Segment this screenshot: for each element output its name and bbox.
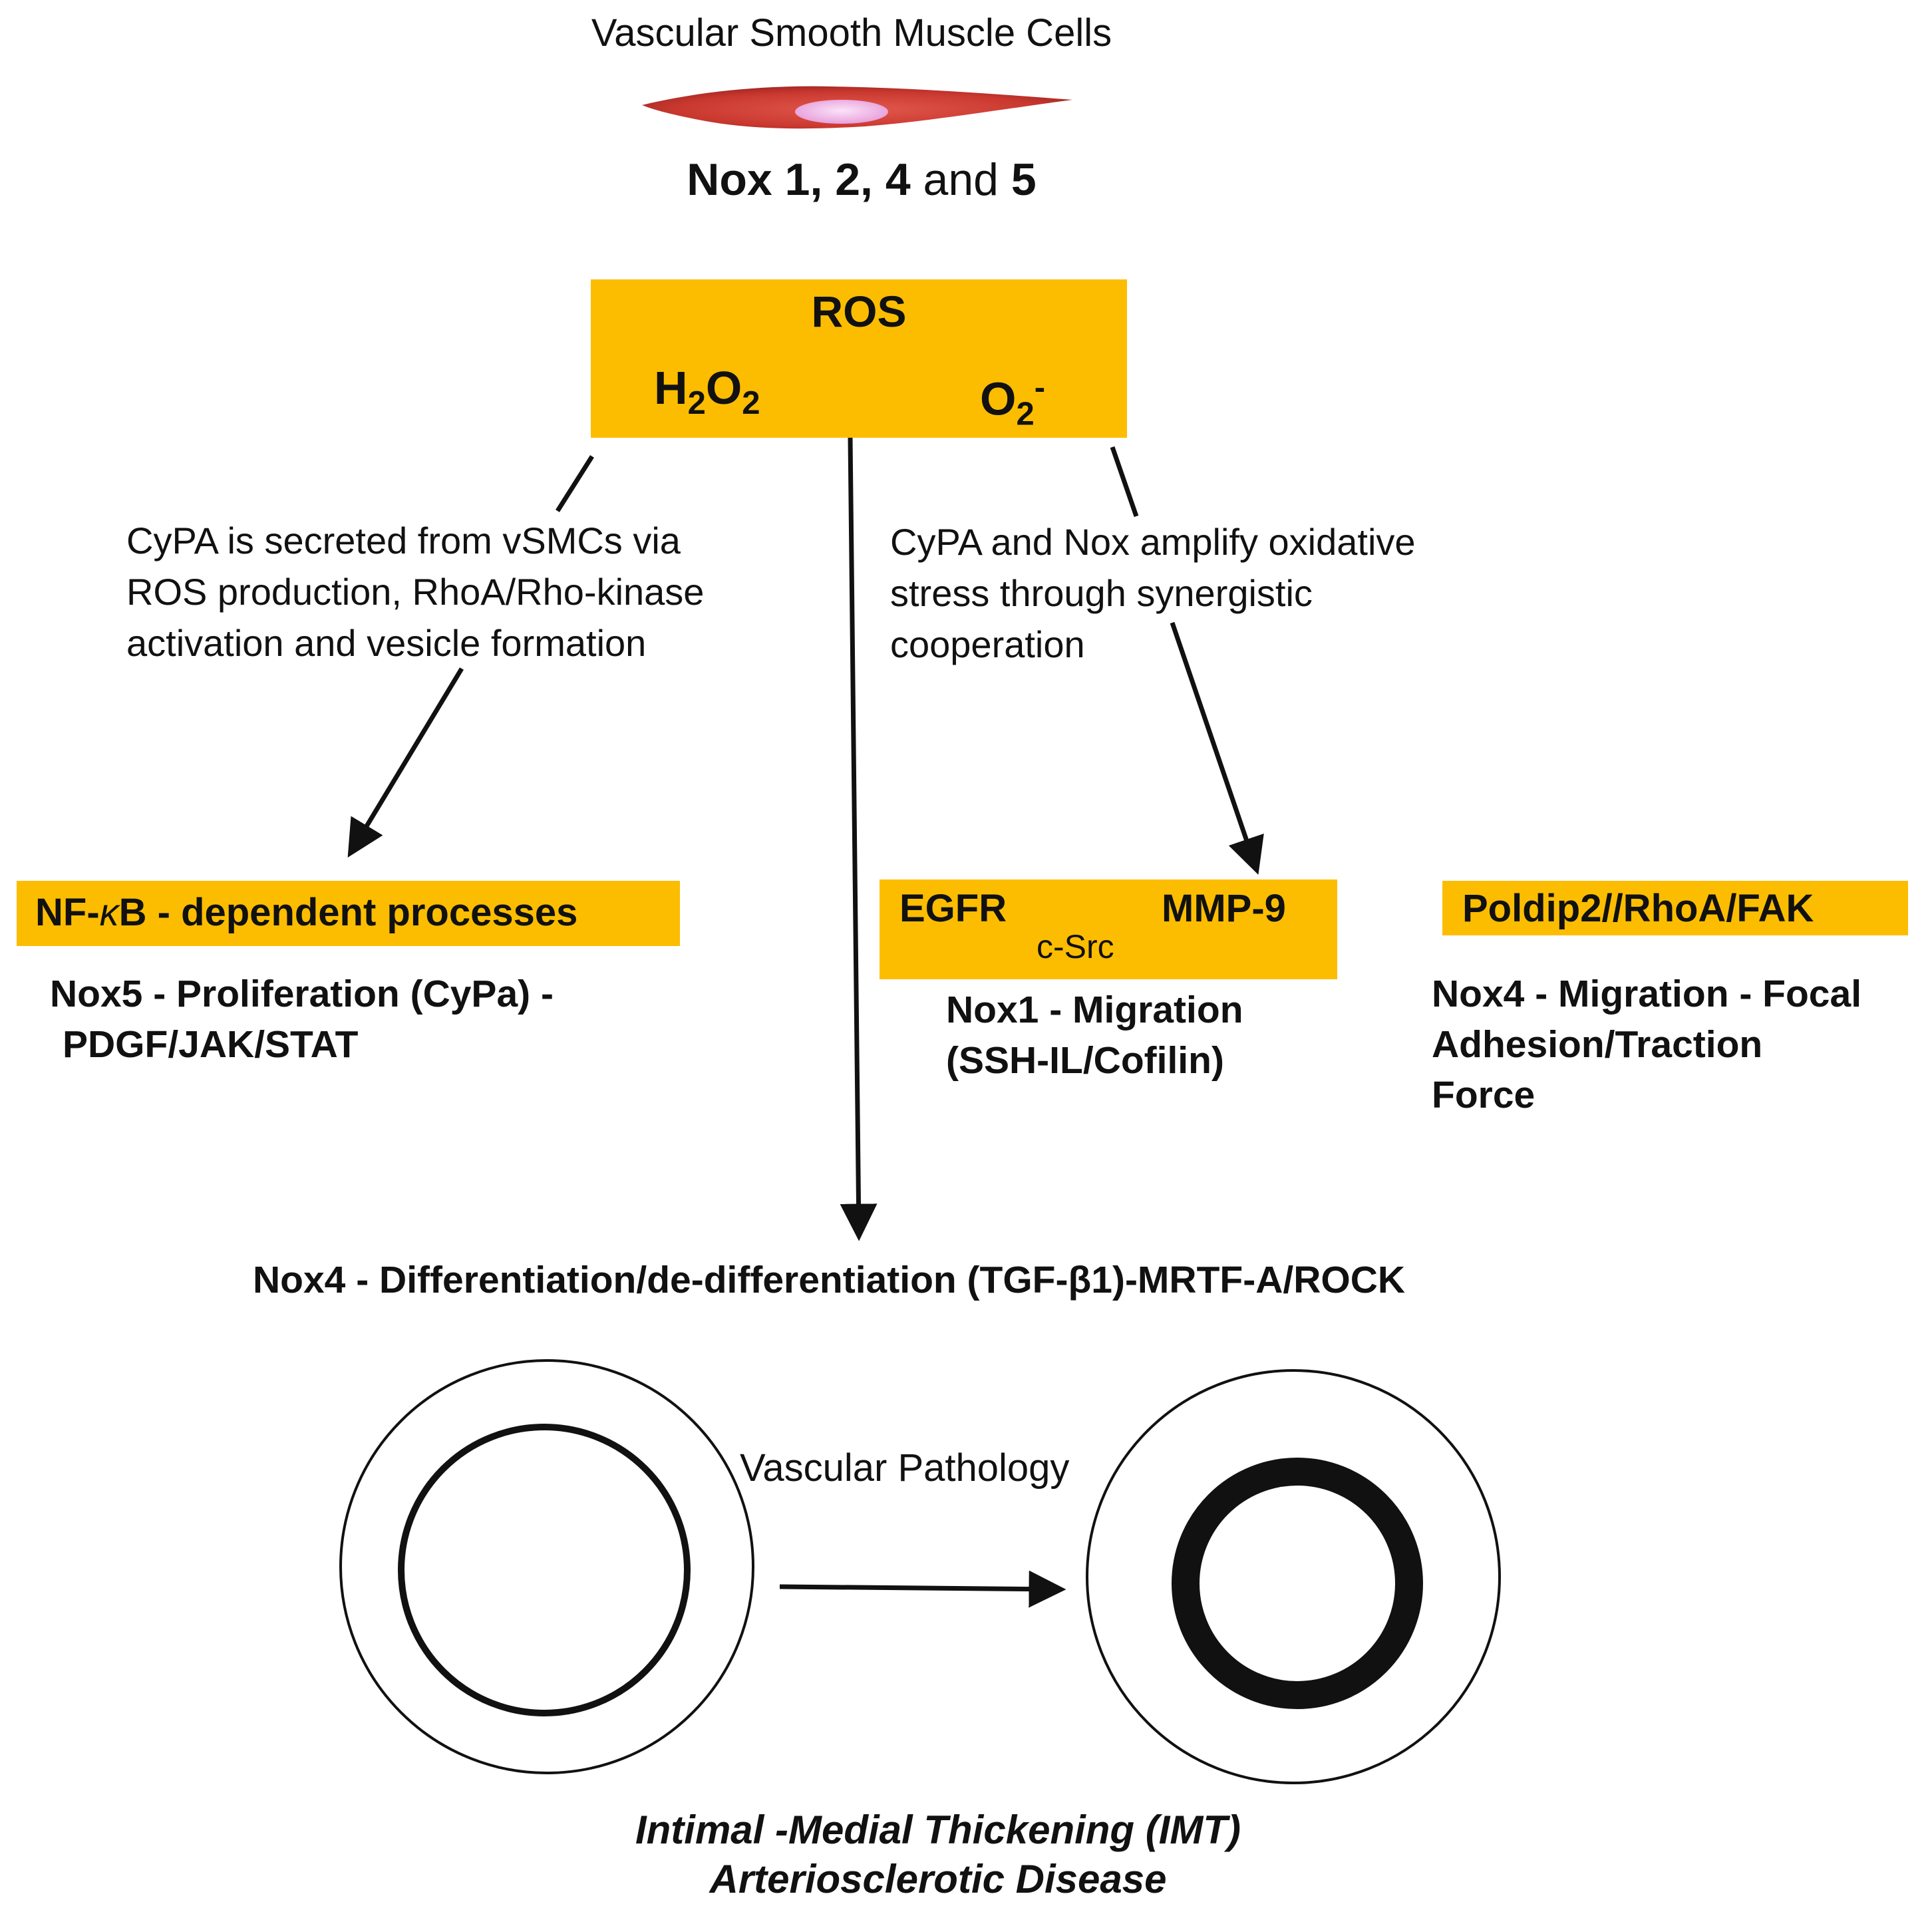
imt-caption-line2: Arteriosclerotic Disease: [709, 1857, 1167, 1901]
egfr-box: EGFR MMP-9 c-Src: [880, 879, 1337, 979]
nox4-migration-line2: Adhesion/Traction: [1432, 1023, 1763, 1066]
nox-isoforms-last: 5: [1011, 154, 1037, 205]
nox1-outcome-line2: (SSH-IL/Cofilin): [946, 1039, 1224, 1082]
arrow-annotation-to-egfr: [1170, 621, 1264, 875]
mmp9-label: MMP-9: [1162, 887, 1286, 930]
cell-nucleus-icon: [795, 100, 888, 124]
normal-vessel-icon: [339, 1359, 754, 1774]
h2o2-label: H2O2: [654, 362, 760, 421]
nox4-migration-line1: Nox4 - Migration - Focal: [1432, 973, 1862, 1015]
poldip2-label: Poldip2//RhoA/FAK: [1462, 887, 1814, 930]
arrow-vascular-pathology: [779, 1570, 1066, 1608]
nox5-outcome-line1: Nox5 - Proliferation (CyPa) -: [50, 973, 554, 1015]
annotation-cypa-secretion: CyPA is secreted from vSMCs via ROS prod…: [126, 520, 705, 664]
vascular-pathology-label: Vascular Pathology: [740, 1446, 1070, 1490]
nox4-differentiation-label: Nox4 - Differentiation/de-differentiatio…: [253, 1259, 1406, 1301]
annotation-cypa-nox-amplify: CyPA and Nox amplify oxidative stress th…: [890, 521, 1416, 665]
nox-isoforms-label: Nox 1, 2, 4 and 5: [585, 152, 1138, 208]
arrow-annotation-to-nfkb: [347, 667, 464, 858]
arrow-ros-to-annotation-right: [1110, 446, 1139, 518]
thickened-vessel-icon: [1086, 1369, 1501, 1784]
nox4-migration-line3: Force: [1432, 1074, 1535, 1116]
ros-title: ROS: [811, 287, 907, 336]
smooth-muscle-cell-icon: [642, 86, 1072, 129]
nox1-outcome-line1: Nox1 - Migration: [946, 989, 1243, 1031]
nfkb-label: NF-κB - dependent processes: [35, 891, 578, 934]
cell-type-label: Vascular Smooth Muscle Cells: [591, 11, 1112, 55]
arrow-ros-to-annotation-left: [556, 455, 594, 512]
nox5-outcome-line2: PDGF/JAK/STAT: [63, 1023, 359, 1066]
nox-isoforms-prefix: Nox 1, 2, 4: [687, 154, 911, 205]
poldip2-box: Poldip2//RhoA/FAK: [1442, 881, 1908, 935]
superoxide-label: O2-: [980, 370, 1046, 432]
ros-box: ROS H2O2 O2-: [591, 279, 1127, 438]
arrow-ros-to-differentiation: [840, 437, 878, 1241]
nfkb-box: NF-κB - dependent processes: [17, 881, 680, 946]
csrc-label: c-Src: [1037, 928, 1114, 965]
egfr-label: EGFR: [899, 887, 1007, 930]
imt-caption-line1: Intimal -Medial Thickening (IMT): [635, 1808, 1241, 1852]
nox-isoforms-conj: and: [910, 154, 1011, 205]
